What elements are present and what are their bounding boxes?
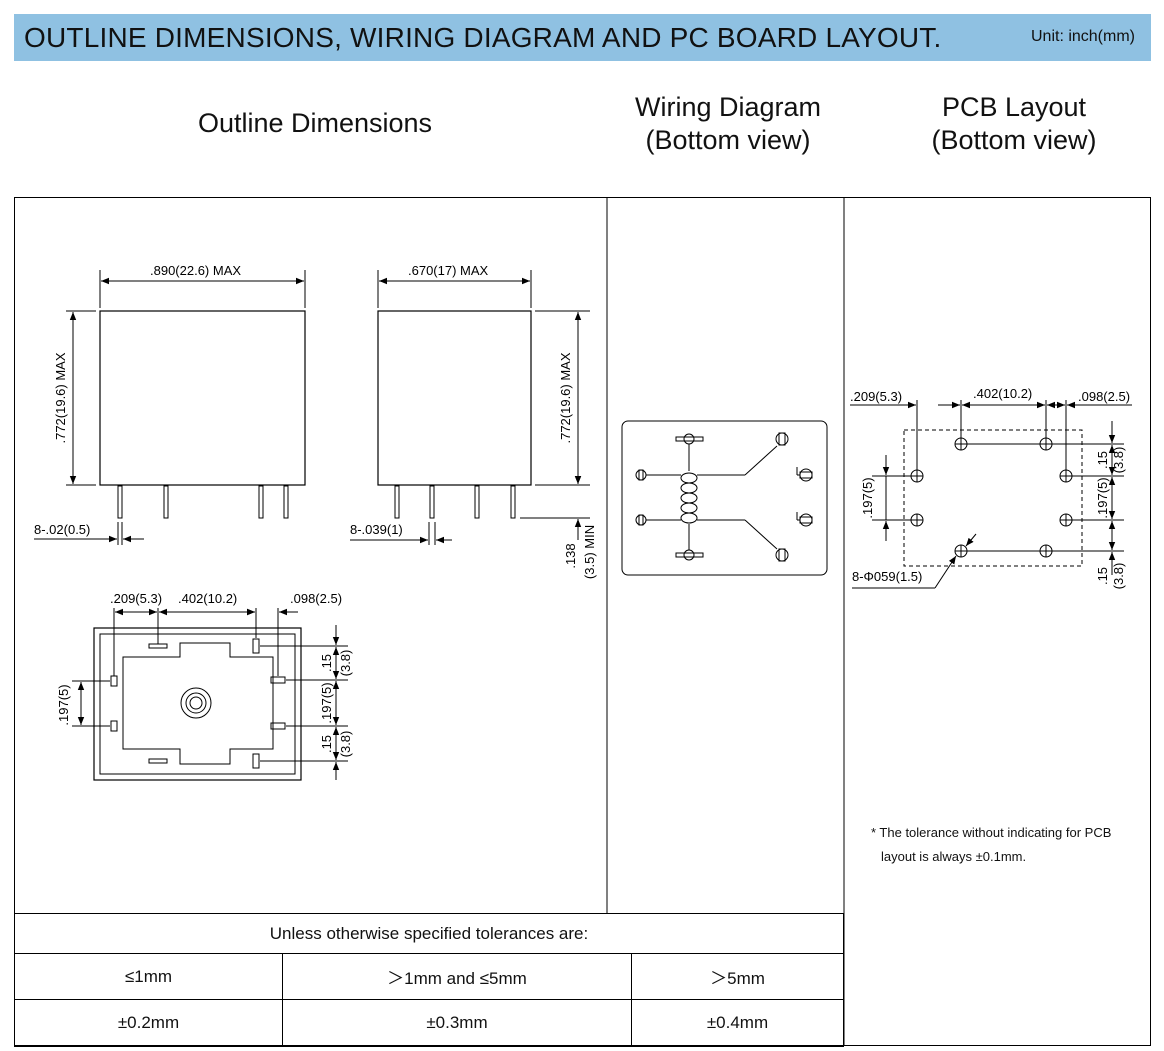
tolerance-value-1: ±0.2mm <box>14 999 283 1047</box>
tolerance-header: Unless otherwise specified tolerances ar… <box>14 913 844 954</box>
section-outline-title: Outline Dimensions <box>160 107 470 140</box>
dim-bottom-015-bot: .15 <box>319 735 334 753</box>
header-banner: OUTLINE DIMENSIONS, WIRING DIAGRAM AND P… <box>14 14 1151 61</box>
dim-pin-length-a: .138 <box>563 543 578 568</box>
dim-pin-length-b: (3.5) MIN <box>582 525 597 579</box>
dim-bottom-015-top: .15 <box>319 654 334 672</box>
pcb-tolerance-note: * The tolerance without indicating for P… <box>871 821 1141 869</box>
dim-depth: .670(17) MAX <box>408 263 489 278</box>
outline-title-text: Outline Dimensions <box>197 108 433 138</box>
pcb-dim-b: .402(10.2) <box>973 386 1032 401</box>
tolerance-range-2: ＞1mm and ≤5mm <box>282 953 632 1000</box>
dim-height-left: .772(19.6) MAX <box>53 352 68 443</box>
tolerance-value-2: ±0.3mm <box>282 999 632 1047</box>
pcb-dim-a: .209(5.3) <box>850 389 902 404</box>
dim-pin-right: 8-.039(1) <box>350 522 403 537</box>
header-title: OUTLINE DIMENSIONS, WIRING DIAGRAM AND P… <box>24 22 942 53</box>
dim-bottom-38-bot: (3.8) <box>338 731 353 758</box>
pcb-dim-197-left: .197(5) <box>860 477 875 518</box>
pcb-layout <box>903 429 1083 567</box>
wiring-title-line2: (Bottom view) <box>645 125 811 155</box>
pcb-title-line1: PCB Layout <box>941 92 1087 122</box>
dim-width: .890(22.6) MAX <box>150 263 241 278</box>
pcb-dim-15-top: .15 <box>1095 451 1110 469</box>
tolerance-range-3: ＞5mm <box>631 953 844 1000</box>
pcb-dim-c: .098(2.5) <box>1078 389 1130 404</box>
dim-bottom-38-top: (3.8) <box>338 650 353 677</box>
pcb-hole-callout: 8-Φ059(1.5) <box>852 569 922 584</box>
unit-label: Unit: inch(mm) <box>1030 28 1135 45</box>
pcb-dim-38-bot: (3.8) <box>1111 563 1126 590</box>
relay-side-view <box>377 310 532 519</box>
dim-height-right: .772(19.6) MAX <box>558 352 573 443</box>
pcb-title-line2: (Bottom view) <box>931 125 1097 155</box>
pcb-dim-15-bot: .15 <box>1095 567 1110 585</box>
wiring-diagram <box>621 420 828 576</box>
pcb-dim-38-top: (3.8) <box>1111 447 1126 474</box>
dim-bottom-c: .098(2.5) <box>290 591 342 606</box>
tolerance-value-3: ±0.4mm <box>631 999 844 1047</box>
wiring-title-line1: Wiring Diagram <box>634 92 822 122</box>
note-line-1: * The tolerance without indicating for P… <box>871 825 1112 840</box>
tolerance-range-1: ≤1mm <box>14 953 283 1000</box>
dim-bottom-a: .209(5.3) <box>110 591 162 606</box>
section-pcb-title: PCB Layout (Bottom view) <box>894 91 1134 157</box>
dim-bottom-b: .402(10.2) <box>178 591 237 606</box>
pcb-dim-197-right: .197(5) <box>1095 477 1110 518</box>
dim-pin-left: 8-.02(0.5) <box>34 522 90 537</box>
dim-bottom-197: .197(5) <box>319 682 334 723</box>
relay-bottom-view <box>93 627 302 781</box>
note-line-2: layout is always ±0.1mm. <box>881 849 1027 864</box>
section-wiring-title: Wiring Diagram (Bottom view) <box>608 91 848 157</box>
dim-bottom-left-197: .197(5) <box>56 684 71 725</box>
relay-front-view <box>99 310 306 519</box>
tolerance-table: Unless otherwise specified tolerances ar… <box>14 913 844 1047</box>
